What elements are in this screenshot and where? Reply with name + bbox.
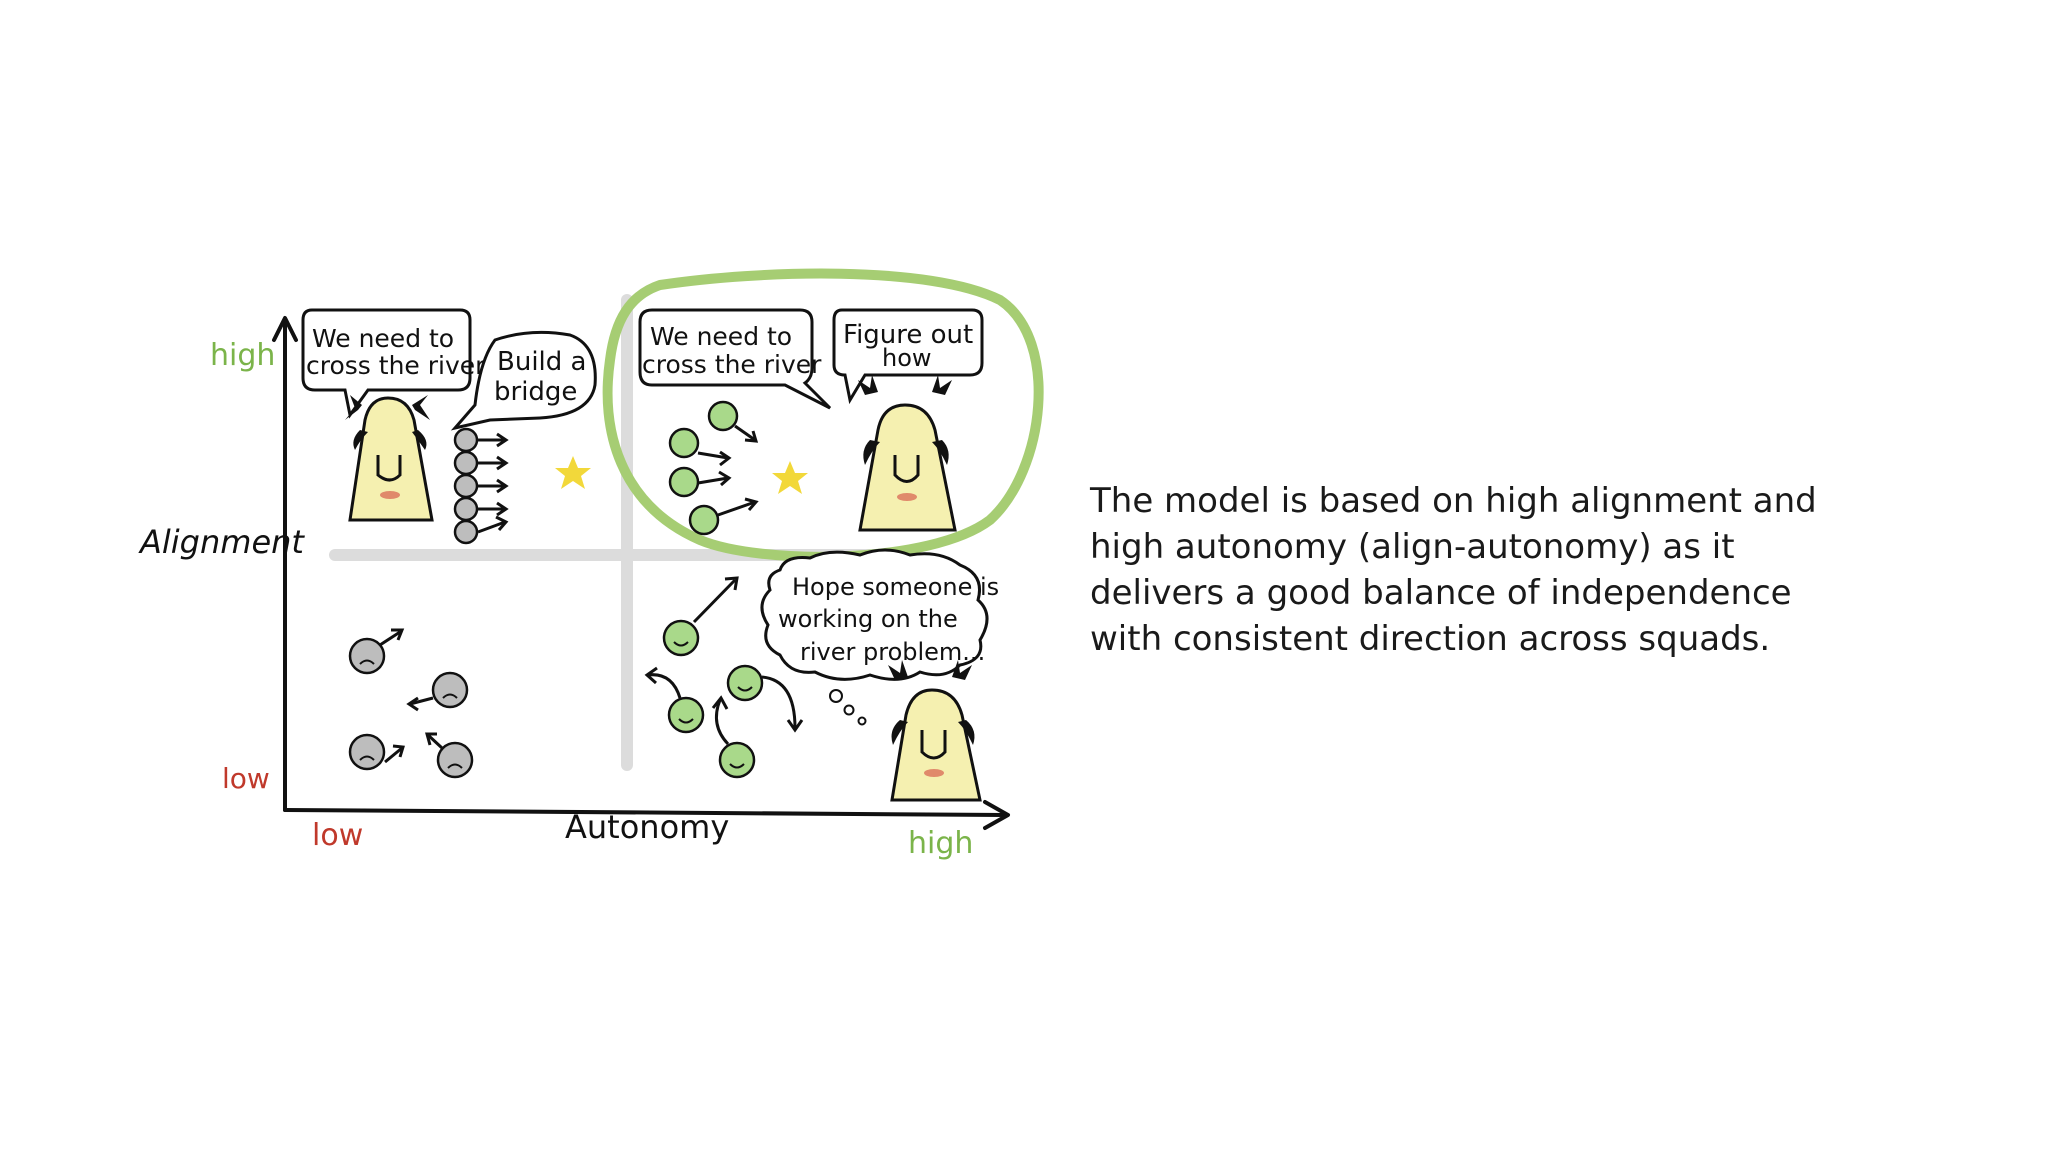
star-icon bbox=[772, 461, 808, 494]
speech-text-line: how bbox=[882, 344, 932, 372]
team-member-icon bbox=[707, 400, 759, 443]
speech-text-line: Build a bbox=[497, 347, 586, 377]
sad-team-member-icon bbox=[348, 628, 405, 675]
x-axis bbox=[283, 800, 1010, 830]
team-top-left bbox=[453, 427, 509, 545]
happy-team-member-icon bbox=[711, 695, 756, 779]
sad-team-member-icon bbox=[348, 733, 405, 771]
happy-team-member-icon bbox=[644, 666, 705, 734]
speech-bubble-leader-top-right: Figure out how bbox=[832, 308, 984, 405]
description-text: The model is based on high alignment and… bbox=[1090, 481, 1817, 659]
highlight-circle bbox=[602, 268, 1044, 562]
star-icon bbox=[555, 456, 591, 489]
leader-figure-top-right bbox=[858, 375, 957, 532]
team-bottom-right bbox=[644, 576, 804, 779]
sad-team-member-icon bbox=[406, 671, 469, 712]
team-member-icon bbox=[668, 427, 732, 467]
x-axis-low-label: low bbox=[312, 818, 363, 853]
speech-bubble-leader-top-left: We need to cross the river bbox=[301, 308, 486, 419]
speech-text-line: Figure out bbox=[843, 320, 973, 350]
team-member-icon bbox=[453, 427, 509, 453]
thought-text-line: working on the bbox=[778, 605, 958, 633]
thought-text-line: river problem... bbox=[800, 638, 985, 666]
y-axis-label: Alignment bbox=[138, 523, 305, 561]
leader-figure-top-left bbox=[345, 395, 434, 522]
y-axis bbox=[272, 316, 298, 812]
x-axis-label: Autonomy bbox=[565, 808, 729, 846]
team-member-icon bbox=[453, 515, 509, 545]
speech-bubble-instruction: Build a bridge bbox=[450, 330, 597, 431]
speech-text-line: cross the river bbox=[642, 350, 822, 379]
thought-text-line: Hope someone is bbox=[792, 573, 999, 601]
speech-bubble-team-top-right: We need to cross the river bbox=[638, 308, 832, 410]
happy-team-member-icon bbox=[662, 576, 739, 657]
team-member-icon bbox=[688, 497, 759, 536]
team-top-right bbox=[668, 400, 759, 536]
x-axis-high-label: high bbox=[908, 826, 973, 861]
team-bottom-left bbox=[348, 628, 474, 779]
speech-text-line: We need to bbox=[312, 324, 454, 353]
happy-team-member-icon bbox=[726, 664, 804, 733]
y-axis-low-label: low bbox=[222, 762, 270, 795]
speech-text-line: cross the river bbox=[306, 351, 486, 380]
team-member-icon bbox=[668, 466, 732, 498]
speech-text-line: bridge bbox=[494, 377, 577, 407]
y-axis-high-label: high bbox=[210, 338, 275, 373]
team-member-icon bbox=[453, 496, 509, 522]
team-member-icon bbox=[453, 450, 509, 476]
team-member-icon bbox=[453, 473, 509, 499]
leader-figure-bottom-right bbox=[888, 660, 982, 802]
sad-team-member-icon bbox=[425, 732, 474, 779]
speech-text-line: We need to bbox=[650, 322, 792, 351]
thought-bubble-leader: Hope someone is working on the river pro… bbox=[760, 548, 999, 726]
